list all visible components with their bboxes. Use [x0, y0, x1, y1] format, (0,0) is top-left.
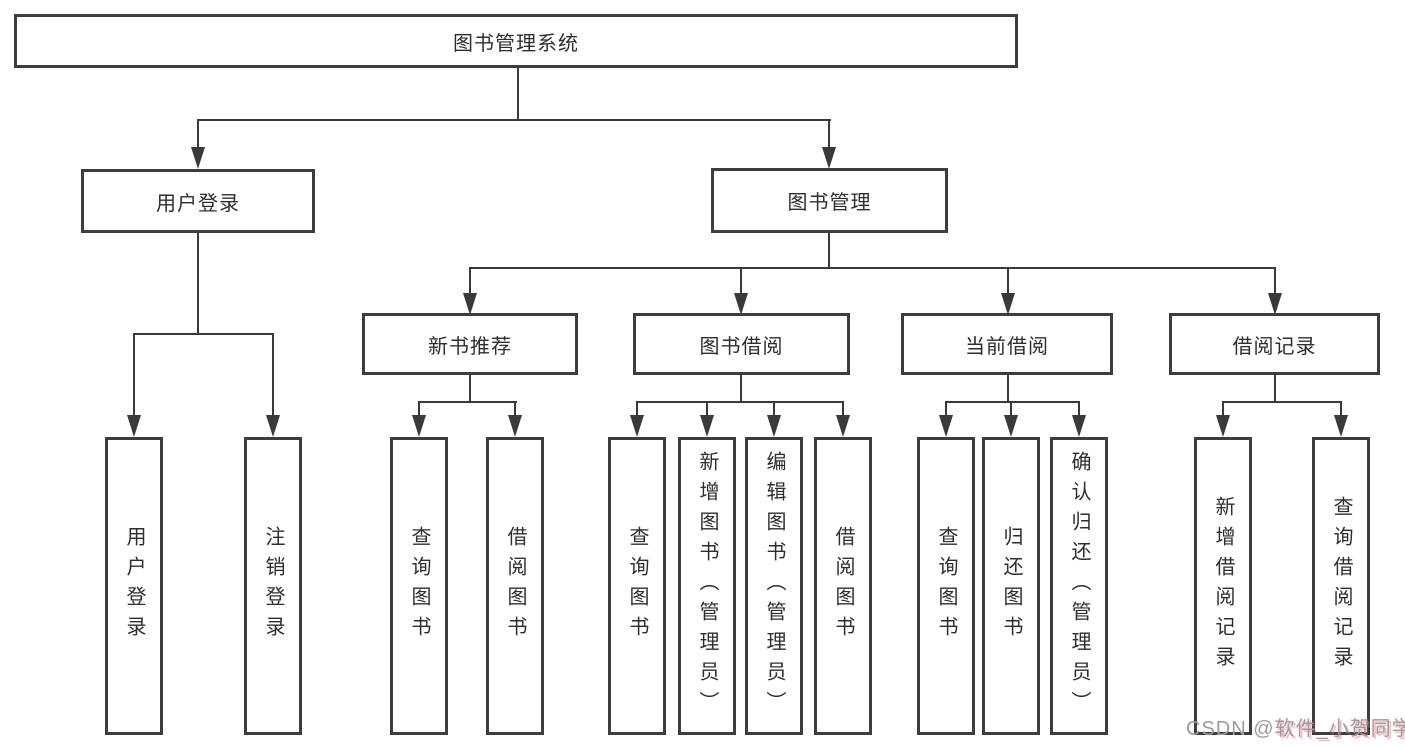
arrow-down-icon	[1004, 415, 1018, 437]
connector-line	[773, 403, 775, 416]
connector-line	[469, 269, 471, 295]
csdn-watermark: CSDN @软件_小贺同学	[1186, 712, 1405, 741]
arrow-down-icon	[939, 415, 953, 437]
node-user-login: 用户登录	[81, 169, 315, 233]
leaf-add-book-admin-label: 新增图书（管理员）	[696, 451, 718, 721]
leaf-recommend-borrow-book-label: 借阅图书	[504, 526, 526, 646]
connector-line	[1274, 269, 1276, 295]
node-root-label: 图书管理系统	[453, 32, 579, 55]
leaf-recommend-borrow-book: 借阅图书	[486, 437, 544, 735]
node-book-management-label: 图书管理	[787, 192, 872, 214]
arrow-down-icon	[412, 415, 426, 437]
arrow-down-icon	[1072, 415, 1086, 437]
leaf-confirm-return-admin-label: 确认归还（管理员）	[1068, 451, 1090, 721]
leaf-return-book-label: 归还图书	[1000, 526, 1022, 646]
connector-line	[740, 269, 742, 295]
node-book-borrowing-label: 图书借阅	[699, 335, 784, 358]
leaf-edit-book-admin: 编辑图书（管理员）	[745, 437, 803, 735]
arrow-down-icon	[463, 293, 477, 315]
leaf-borrow-book: 借阅图书	[814, 437, 872, 735]
node-new-book-recommendation: 新书推荐	[362, 313, 578, 375]
connector-line	[1078, 403, 1080, 416]
connector-line	[706, 403, 708, 416]
connector-line	[740, 375, 742, 403]
connector-line	[945, 401, 1080, 403]
connector-line	[418, 401, 517, 403]
connector-line	[842, 403, 844, 416]
leaf-query-borrow-record: 查询借阅记录	[1312, 437, 1370, 735]
leaf-current-query-book-label: 查询图书	[935, 526, 957, 646]
connector-line	[197, 121, 199, 149]
connector-line	[1222, 403, 1224, 416]
arrow-down-icon	[266, 415, 280, 437]
leaf-recommend-query-book-label: 查询图书	[408, 526, 430, 646]
connector-line	[133, 335, 135, 416]
arrow-down-icon	[1001, 293, 1015, 315]
leaf-borrow-book-label: 借阅图书	[832, 526, 854, 646]
connector-line	[636, 401, 844, 403]
csdn-watermark-author: 软件_小贺同学	[1274, 718, 1405, 740]
arrow-down-icon	[836, 415, 850, 437]
leaf-borrow-query-book: 查询图书	[608, 437, 666, 735]
connector-line	[1340, 403, 1342, 416]
node-borrow-records-label: 借阅记录	[1232, 335, 1317, 358]
node-borrow-records: 借阅记录	[1169, 313, 1380, 375]
leaf-current-query-book: 查询图书	[917, 437, 975, 735]
node-root: 图书管理系统	[14, 14, 1018, 68]
leaf-add-book-admin: 新增图书（管理员）	[678, 437, 736, 735]
node-current-borrowing-label: 当前借阅	[965, 335, 1049, 358]
leaf-recommend-query-book: 查询图书	[390, 437, 448, 735]
connector-line	[418, 403, 420, 416]
leaf-add-borrow-record: 新增借阅记录	[1194, 437, 1252, 735]
connector-line	[517, 68, 519, 121]
connector-line	[1007, 269, 1009, 295]
arrow-down-icon	[700, 415, 714, 437]
arrow-down-icon	[191, 147, 205, 169]
connector-line	[133, 333, 274, 335]
leaf-edit-book-admin-label: 编辑图书（管理员）	[763, 451, 785, 721]
connector-line	[1010, 403, 1012, 416]
leaf-borrow-query-book-label: 查询图书	[626, 526, 648, 646]
connector-line	[272, 335, 274, 416]
connector-line	[828, 121, 830, 149]
node-book-borrowing: 图书借阅	[633, 313, 850, 375]
arrow-down-icon	[822, 147, 836, 169]
connector-line	[945, 403, 947, 416]
connector-line	[1007, 375, 1009, 403]
node-new-book-recommendation-label: 新书推荐	[428, 335, 512, 358]
leaf-confirm-return-admin: 确认归还（管理员）	[1050, 437, 1108, 735]
node-book-management: 图书管理	[711, 168, 948, 233]
connector-line	[469, 375, 471, 403]
leaf-add-borrow-record-label: 新增借阅记录	[1212, 496, 1234, 676]
connector-line	[469, 267, 1276, 269]
arrow-down-icon	[1216, 415, 1230, 437]
connector-line	[1274, 375, 1276, 403]
arrow-down-icon	[127, 415, 141, 437]
node-user-login-label: 用户登录	[156, 192, 240, 215]
connector-line	[197, 233, 199, 335]
arrow-down-icon	[1334, 415, 1348, 437]
connector-line	[197, 119, 831, 121]
leaf-logout: 注销登录	[244, 437, 302, 735]
leaf-query-borrow-record-label: 查询借阅记录	[1330, 496, 1352, 676]
arrow-down-icon	[1268, 293, 1282, 315]
arrow-down-icon	[508, 415, 522, 437]
leaf-return-book: 归还图书	[982, 437, 1040, 735]
connector-line	[514, 403, 516, 416]
node-current-borrowing: 当前借阅	[901, 313, 1113, 375]
leaf-logout-label: 注销登录	[262, 526, 284, 646]
connector-line	[828, 233, 830, 269]
arrow-down-icon	[734, 293, 748, 315]
leaf-user-login-label: 用户登录	[123, 526, 145, 646]
csdn-watermark-prefix: CSDN @	[1186, 718, 1275, 740]
arrow-down-icon	[767, 415, 781, 437]
connector-line	[636, 403, 638, 416]
leaf-user-login: 用户登录	[105, 437, 163, 735]
connector-line	[1222, 401, 1342, 403]
arrow-down-icon	[630, 415, 644, 437]
